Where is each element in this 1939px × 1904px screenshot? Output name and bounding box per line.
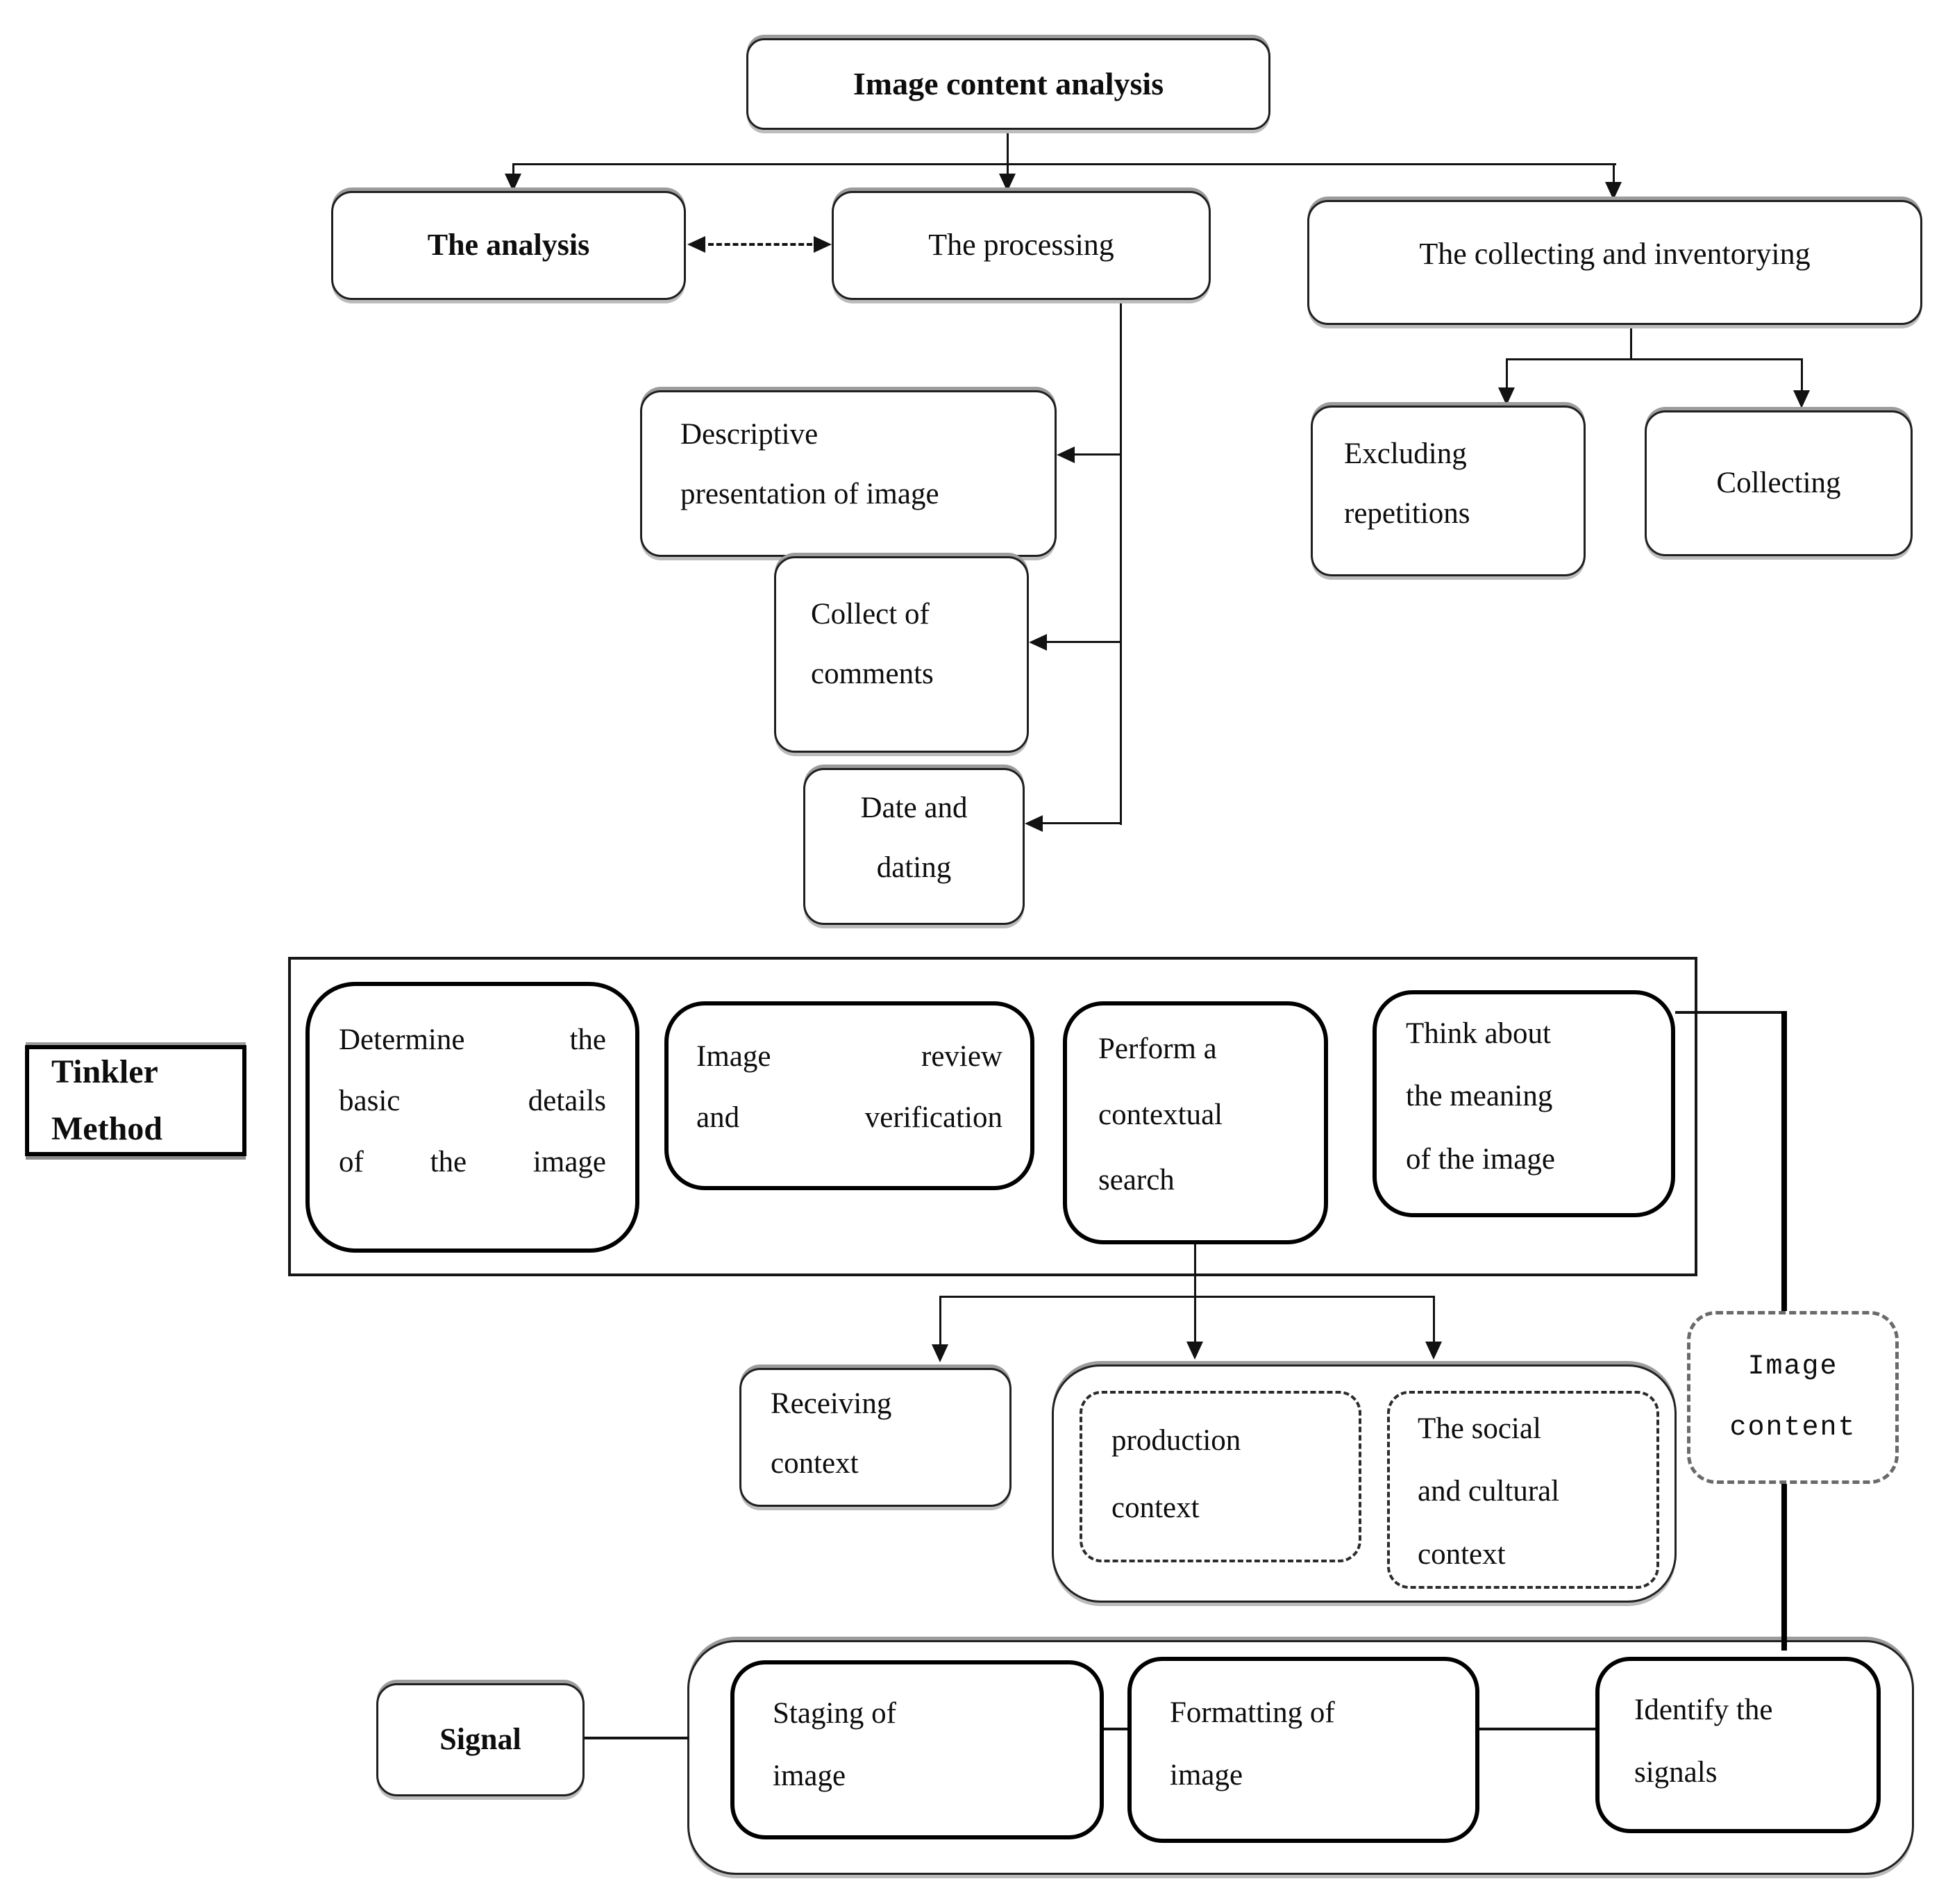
- connector-branch-receiving: [939, 1296, 941, 1346]
- connector-title-stem: [1007, 128, 1009, 165]
- node-date-and-dating-label: Date and dating: [860, 792, 968, 884]
- node-image-content-analysis-label: Image content analysis: [853, 65, 1164, 101]
- node-excluding-repetitions: Excluding repetitions: [1311, 406, 1586, 576]
- arrowhead-to-excluding: [1498, 387, 1515, 406]
- node-determine-basic-details: Determine the basic details of the image: [305, 982, 639, 1253]
- node-descriptive-presentation: Descriptive presentation of image: [640, 390, 1057, 557]
- node-formatting-of-image-label: Formatting of image: [1170, 1696, 1335, 1792]
- connector-branch-processing: [1007, 163, 1009, 178]
- node-the-processing: The processing: [832, 191, 1211, 300]
- node-signal: Signal: [376, 1683, 585, 1796]
- arrowhead-to-collect-comments: [1029, 634, 1047, 651]
- connector-formatting-identify: [1478, 1728, 1597, 1730]
- connector-think-right: [1675, 1011, 1784, 1014]
- connector-branch-excluding: [1506, 358, 1508, 389]
- node-image-review-verification-label: Image review and verification: [696, 1040, 1002, 1135]
- connector-context-branch: [939, 1296, 1435, 1298]
- node-the-processing-label: The processing: [928, 228, 1114, 262]
- node-identify-signals: Identify the signals: [1595, 1657, 1881, 1833]
- node-collect-of-comments-label: Collect of comments: [811, 598, 934, 690]
- connector-analysis-processing-dashed: [708, 243, 812, 246]
- arrowhead-to-descriptive: [1057, 446, 1075, 463]
- node-descriptive-presentation-label: Descriptive presentation of image: [680, 418, 939, 510]
- node-perform-contextual-search: Perform a contextual search: [1063, 1001, 1328, 1244]
- connector-branch-collecting2: [1801, 358, 1803, 392]
- node-perform-contextual-search-label: Perform a contextual search: [1098, 1033, 1223, 1197]
- connector-to-date-dating: [1043, 822, 1122, 824]
- arrowhead-to-analysis-left: [687, 236, 705, 253]
- node-collect-of-comments: Collect of comments: [774, 556, 1029, 753]
- arrowhead-to-date-dating: [1025, 815, 1043, 832]
- node-production-context-label: production context: [1111, 1424, 1241, 1524]
- connector-to-descriptive: [1075, 453, 1122, 456]
- connector-processing-stem: [1120, 300, 1122, 825]
- connector-branch-production: [1194, 1296, 1196, 1343]
- connector-staging-formatting: [1102, 1728, 1129, 1730]
- connector-branch-social: [1433, 1296, 1435, 1343]
- connector-perform-stem: [1194, 1243, 1196, 1297]
- node-receiving-context: Receiving context: [739, 1368, 1012, 1507]
- node-tinkler-method-label: Tinkler Method: [51, 1053, 162, 1147]
- arrowhead-to-analysis: [505, 174, 521, 192]
- node-date-and-dating: Date and dating: [803, 768, 1025, 925]
- arrowhead-to-processing: [999, 174, 1016, 192]
- node-signal-label: Signal: [439, 1722, 521, 1757]
- arrowhead-to-production: [1186, 1342, 1203, 1360]
- node-image-content-label: Image content: [1729, 1351, 1856, 1444]
- node-think-about-meaning-label: Think about the meaning of the image: [1406, 1017, 1555, 1176]
- node-collecting: Collecting: [1645, 410, 1913, 556]
- connector-image-content-down2: [1781, 1484, 1787, 1651]
- node-tinkler-method: Tinkler Method: [25, 1045, 246, 1156]
- node-receiving-context-label: Receiving context: [771, 1387, 892, 1480]
- arrowhead-to-collecting: [1605, 182, 1622, 200]
- connector-top-branch: [512, 163, 1616, 165]
- node-collecting-inventorying-label: The collecting and inventorying: [1419, 237, 1811, 271]
- node-excluding-repetitions-label: Excluding repetitions: [1344, 437, 1470, 530]
- node-formatting-of-image: Formatting of image: [1127, 1657, 1479, 1843]
- node-think-about-meaning: Think about the meaning of the image: [1373, 990, 1675, 1217]
- node-social-cultural-context-label: The social and cultural context: [1418, 1412, 1560, 1571]
- node-image-review-verification: Image review and verification: [664, 1001, 1034, 1190]
- node-staging-of-image-label: Staging of image: [773, 1697, 896, 1793]
- arrowhead-to-receiving: [932, 1344, 948, 1362]
- node-social-cultural-context: The social and cultural context: [1387, 1391, 1659, 1589]
- connector-branch-analysis: [512, 163, 514, 178]
- node-the-analysis: The analysis: [331, 191, 686, 300]
- connector-branch-collecting: [1613, 163, 1615, 187]
- node-collecting-inventorying: The collecting and inventorying: [1307, 200, 1922, 325]
- node-image-content-analysis: Image content analysis: [746, 38, 1270, 130]
- node-identify-signals-label: Identify the signals: [1634, 1694, 1773, 1789]
- node-the-analysis-label: The analysis: [427, 228, 590, 262]
- node-collecting-label: Collecting: [1716, 466, 1841, 499]
- connector-signal-group: [585, 1737, 689, 1739]
- arrowhead-to-social: [1425, 1342, 1442, 1360]
- node-determine-basic-details-label: Determine the basic details of the image: [339, 1024, 606, 1179]
- connector-to-collect-comments: [1047, 641, 1122, 643]
- arrowhead-to-processing-right: [814, 236, 832, 253]
- connector-image-content-down1: [1781, 1011, 1787, 1311]
- node-image-content: Image content: [1687, 1311, 1899, 1484]
- connector-collecting-branch: [1506, 358, 1803, 360]
- node-staging-of-image: Staging of image: [730, 1660, 1104, 1839]
- node-production-context: production context: [1080, 1391, 1361, 1562]
- arrowhead-to-collecting2: [1793, 390, 1810, 408]
- connector-collecting-stem: [1630, 324, 1632, 360]
